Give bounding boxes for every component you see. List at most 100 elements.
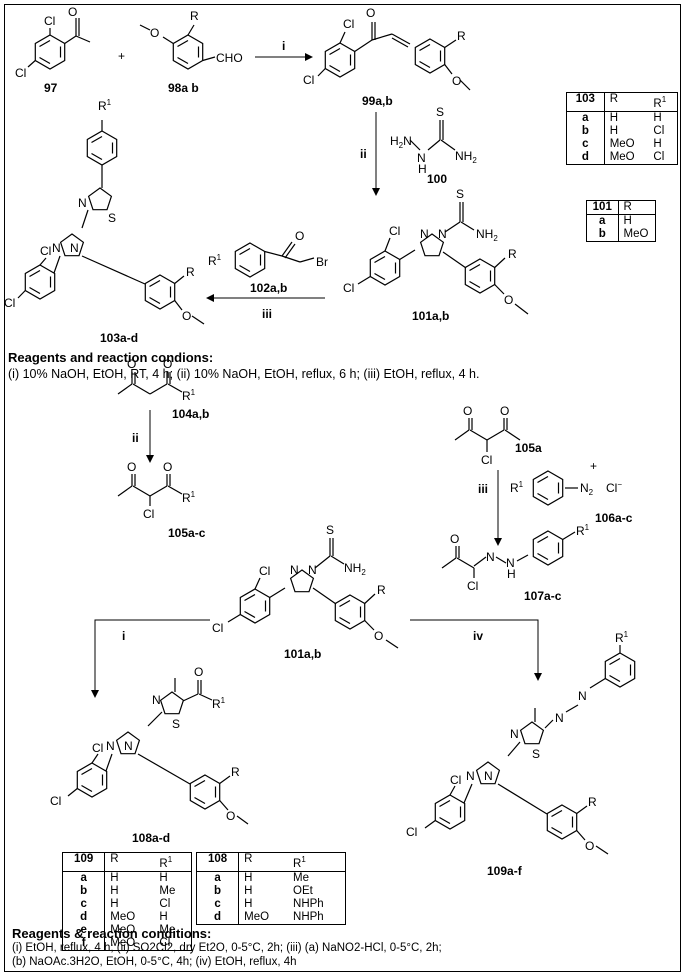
svg-text:S: S — [108, 211, 116, 225]
svg-text:Cl: Cl — [212, 621, 223, 635]
compound-107: O Cl N N H R1 107a-c — [441, 523, 590, 603]
compound-97: O Cl Cl 97 — [15, 5, 91, 95]
svg-text:O: O — [150, 26, 159, 40]
svg-text:Cl: Cl — [481, 453, 492, 467]
svg-text:N: N — [308, 563, 317, 577]
svg-text:O: O — [194, 665, 203, 679]
svg-text:O: O — [585, 839, 594, 853]
svg-text:R1: R1 — [576, 523, 590, 538]
compound-104: O O R1 104a,b — [117, 357, 209, 421]
label-105a: 105a — [515, 441, 542, 455]
svg-text:NH2: NH2 — [344, 561, 366, 577]
step-ii-top: ii — [360, 147, 367, 161]
label-101-top: 101a,b — [412, 309, 449, 323]
svg-text:R: R — [231, 765, 240, 779]
bottom-conditions-line1: (i) EtOH, reflux, 4 h; (ii) SO2Cl2, dry … — [12, 942, 442, 954]
svg-text:R1: R1 — [98, 98, 112, 113]
svg-text:Br: Br — [316, 255, 328, 269]
svg-text:Cl: Cl — [40, 244, 51, 258]
compound-106: R1 N2 + Cl− 106a-c — [510, 459, 633, 525]
svg-text:Cl: Cl — [450, 773, 461, 787]
svg-text:O: O — [163, 357, 172, 371]
svg-text:O: O — [182, 309, 191, 323]
step-i-bottom: i — [122, 629, 125, 643]
compound-105: O Cl O R1 105a-c — [117, 460, 206, 540]
bottom-conditions-heading: Reagents & reaction conditions: — [12, 926, 212, 941]
svg-text:N2: N2 — [580, 481, 594, 497]
svg-text:R: R — [508, 247, 517, 261]
svg-text:R1: R1 — [208, 253, 222, 268]
label-108: 108a-d — [132, 831, 170, 845]
svg-text:H: H — [507, 567, 516, 581]
svg-text:O: O — [295, 229, 304, 243]
compound-102: R1 O Br 102a,b — [208, 229, 328, 295]
label-98: 98a b — [168, 81, 199, 95]
svg-text:O: O — [500, 404, 509, 418]
svg-text:Cl: Cl — [143, 507, 154, 521]
compound-98: O R CHO 98a b — [139, 9, 243, 95]
svg-text:Cl: Cl — [92, 741, 103, 755]
svg-text:H: H — [418, 162, 427, 176]
label-100: 100 — [427, 172, 447, 186]
svg-text:Cl: Cl — [389, 224, 400, 238]
svg-text:R1: R1 — [510, 480, 524, 495]
svg-text:N: N — [70, 241, 79, 255]
svg-text:N: N — [52, 241, 61, 255]
svg-text:R: R — [190, 9, 199, 23]
svg-text:R1: R1 — [182, 490, 196, 505]
label-109: 109a-f — [487, 864, 523, 878]
compound-103: R1 N S N N Cl Cl R O 103a-d — [4, 98, 205, 345]
svg-text:N: N — [106, 739, 115, 753]
svg-text:S: S — [436, 105, 444, 119]
label-106: 106a-c — [595, 511, 633, 525]
svg-text:N: N — [484, 769, 493, 783]
svg-text:NH2: NH2 — [455, 149, 477, 165]
svg-text:S: S — [172, 717, 180, 731]
top-conditions-text: (i) 10% NaOH, EtOH, RT, 4 h; (ii) 10% Na… — [8, 367, 480, 381]
compound-99: Cl Cl O R O 99a,b — [303, 6, 471, 108]
svg-text:Cl−: Cl− — [606, 480, 622, 495]
top-conditions-heading: Reagents and reaction condions: — [8, 350, 214, 365]
svg-text:S: S — [456, 187, 464, 201]
svg-text:Cl: Cl — [259, 564, 270, 578]
svg-text:NH2: NH2 — [476, 227, 498, 243]
compound-108: N S O R1 N N Cl Cl R O 108a-d — [50, 665, 249, 845]
figure-frame — [4, 4, 681, 972]
svg-text:N: N — [290, 563, 299, 577]
svg-text:N: N — [438, 227, 447, 241]
step-iv: iv — [473, 629, 483, 643]
compound-101-top: Cl Cl N N S NH2 R O 101a,b — [343, 187, 529, 323]
svg-text:Cl: Cl — [303, 73, 314, 87]
svg-text:N: N — [124, 739, 133, 753]
svg-text:R1: R1 — [182, 388, 196, 403]
step-i-top: i — [282, 39, 285, 53]
compound-105a: O Cl O 105a — [454, 404, 542, 467]
svg-text:Cl: Cl — [343, 281, 354, 295]
step-iii-bottom: iii — [478, 482, 488, 496]
svg-text:N: N — [420, 227, 429, 241]
svg-text:O: O — [452, 74, 461, 88]
svg-text:O: O — [463, 404, 472, 418]
svg-text:Cl: Cl — [4, 296, 15, 310]
label-103: 103a-d — [100, 331, 138, 345]
arrow-step-iv — [410, 619, 542, 681]
svg-text:O: O — [163, 460, 172, 474]
svg-text:Cl: Cl — [343, 17, 354, 31]
label-99: 99a,b — [362, 94, 393, 108]
svg-text:+: + — [590, 459, 597, 473]
svg-text:R: R — [377, 583, 386, 597]
svg-text:+: + — [118, 49, 125, 63]
svg-text:O: O — [226, 809, 235, 823]
svg-text:O: O — [366, 6, 375, 20]
svg-text:O: O — [127, 460, 136, 474]
svg-text:H2N: H2N — [390, 134, 412, 150]
svg-text:Cl: Cl — [44, 14, 55, 28]
step-ii-bottom: ii — [132, 431, 139, 445]
svg-text:O: O — [127, 357, 136, 371]
label-105: 105a-c — [168, 526, 206, 540]
step-iii-top: iii — [262, 307, 272, 321]
